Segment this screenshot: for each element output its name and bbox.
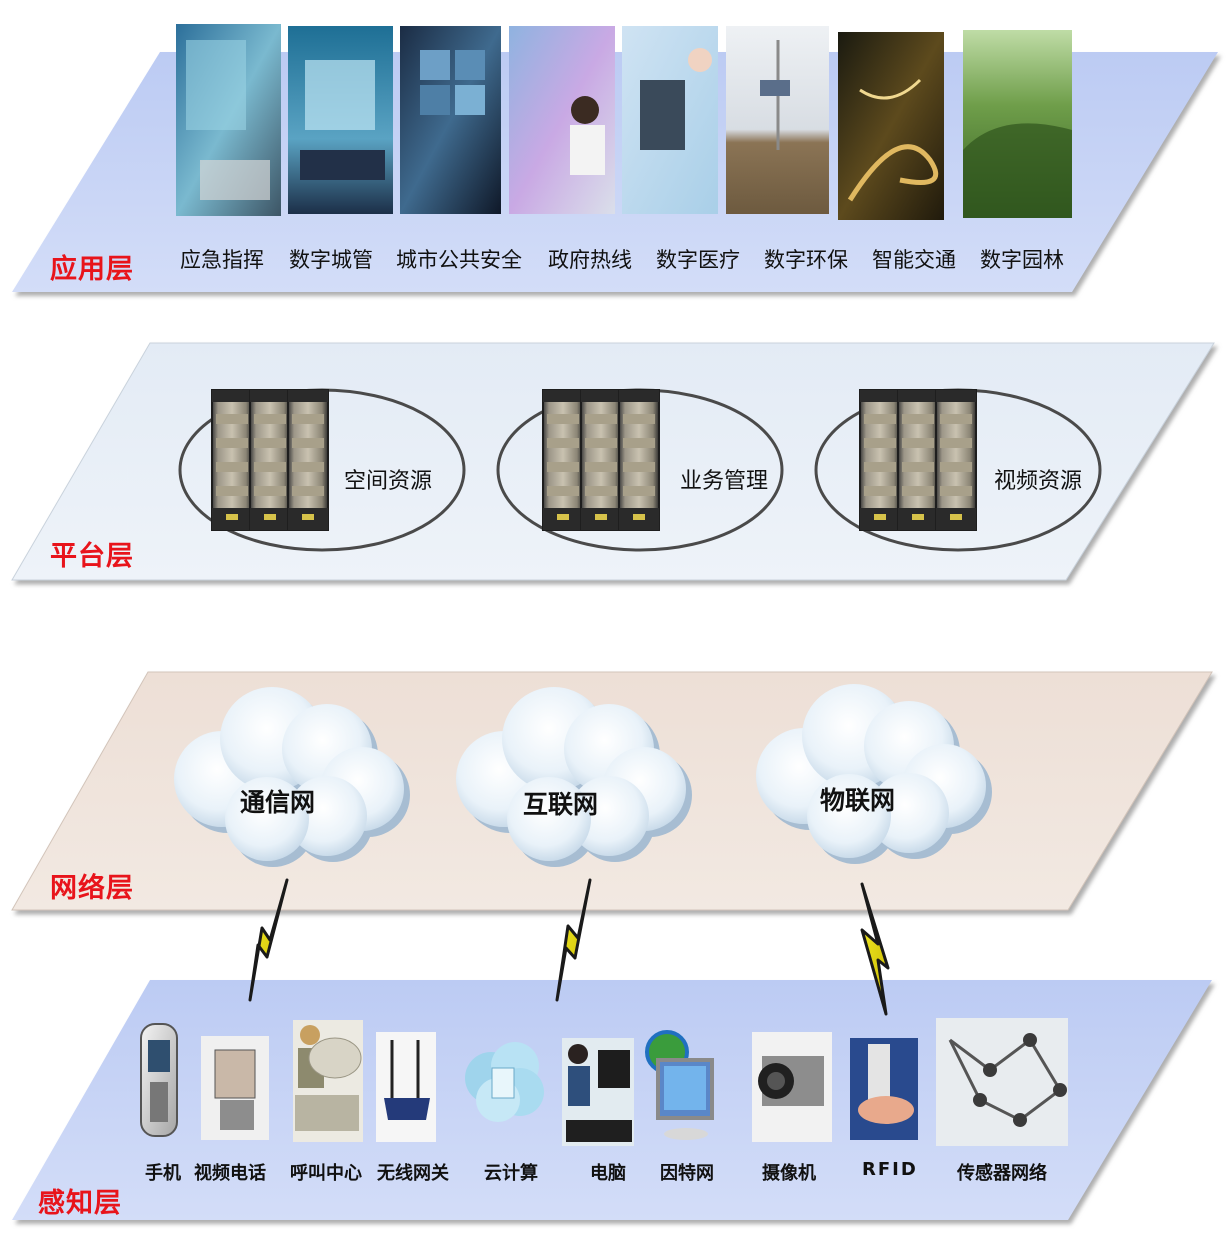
app-label-digital-city-management: 数字城管 <box>289 248 373 272</box>
internet-icon <box>645 1030 714 1140</box>
call-center-icon <box>293 1020 363 1142</box>
video-phone-icon <box>201 1036 269 1140</box>
digital-city-management-image <box>288 26 393 214</box>
app-label-public-safety: 城市公共安全 <box>396 248 522 272</box>
app-label-digital-environment: 数字环保 <box>764 248 848 272</box>
network-label-internet: 互联网 <box>523 790 599 819</box>
lightning-connector-iot <box>860 882 890 1016</box>
computer-icon <box>562 1038 634 1146</box>
sensor-network-icon <box>936 1018 1068 1146</box>
platform-service-label-spatial: 空间资源 <box>344 469 433 494</box>
device-label-call-center: 呼叫中心 <box>290 1163 362 1184</box>
device-label-computer: 电脑 <box>590 1163 626 1184</box>
application-images <box>176 24 1072 220</box>
lightning-connector-internet <box>555 878 592 1002</box>
public-safety-image <box>400 26 501 214</box>
mobile-phone-icon <box>140 1023 178 1137</box>
government-hotline-image <box>509 26 615 214</box>
device-label-rfid: RFID <box>862 1159 918 1180</box>
network-label-telecom: 通信网 <box>240 788 316 817</box>
platform-layer-label: 平台层 <box>50 541 134 572</box>
smart-traffic-image <box>838 32 944 220</box>
camera-icon <box>752 1032 832 1142</box>
wireless-gateway-icon <box>376 1032 436 1142</box>
emergency-command-image <box>176 24 281 216</box>
application-layer-label: 应用层 <box>50 254 134 285</box>
perception-layer-label: 感知层 <box>38 1188 122 1219</box>
app-label-digital-garden: 数字园林 <box>980 248 1064 272</box>
cloud-computing-icon <box>465 1042 544 1122</box>
rfid-icon <box>850 1038 918 1140</box>
device-label-sensor-network: 传感器网络 <box>957 1163 1047 1184</box>
device-label-camera: 摄像机 <box>762 1163 816 1184</box>
digital-garden-image <box>963 30 1072 218</box>
network-layer-label: 网络层 <box>50 873 134 904</box>
device-label-internet: 因特网 <box>660 1163 714 1184</box>
app-label-digital-medical: 数字医疗 <box>656 248 740 272</box>
device-label-cloud-computing: 云计算 <box>484 1163 538 1184</box>
platform-service-label-business: 业务管理 <box>680 469 769 494</box>
platform-service-label-video: 视频资源 <box>994 469 1083 494</box>
app-label-government-hotline: 政府热线 <box>548 248 632 272</box>
lightning-connector-telecom <box>248 878 289 1002</box>
digital-environment-image <box>726 26 829 214</box>
device-label-video-phone: 视频电话 <box>194 1163 266 1184</box>
device-label-mobile-phone: 手机 <box>145 1163 181 1184</box>
platform-graphics <box>178 388 1102 552</box>
app-label-smart-traffic: 智能交通 <box>872 248 956 272</box>
network-label-iot: 物联网 <box>820 786 896 815</box>
device-label-wireless-gateway: 无线网关 <box>377 1163 449 1184</box>
app-label-emergency-command: 应急指挥 <box>180 248 264 272</box>
digital-medical-image <box>622 26 718 214</box>
